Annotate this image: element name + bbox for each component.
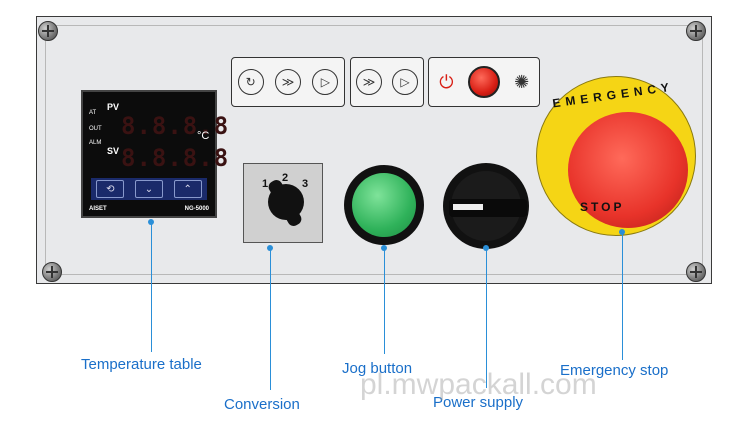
up-button[interactable]: ⌃: [173, 180, 202, 198]
pv-label: PV: [107, 102, 120, 112]
watermark: pl.mwpackall.com: [360, 368, 597, 401]
label-emergency-stop: Emergency stop: [560, 362, 669, 379]
screw-bottom-right: [686, 262, 706, 282]
icon-group-conversion: ↻ ≫ ▷: [231, 57, 345, 107]
controller-model: NG-5000: [184, 206, 209, 212]
power-indicator-lamp: [467, 66, 500, 98]
jog-forward-icon: ≫: [356, 69, 382, 95]
set-icon: ⟲: [106, 183, 115, 195]
power-icon: ⏻: [439, 71, 454, 92]
callout-line-temperature: [151, 222, 152, 352]
power-switch-lever[interactable]: [449, 199, 527, 217]
selector-position-1: 1: [262, 178, 269, 190]
at-label: AT: [89, 110, 97, 116]
label-jog-button: Jog button: [342, 360, 413, 377]
callout-dot-conversion: [267, 245, 273, 251]
callout-dot-power: [483, 245, 489, 251]
unit-label: °C: [197, 130, 210, 142]
controller-brand: AISET: [89, 206, 107, 212]
conversion-selector-switch[interactable]: 1 2 3: [243, 163, 323, 243]
set-button[interactable]: ⟲: [96, 180, 125, 198]
screw-bottom-left: [42, 262, 62, 282]
sv-display: 8.8.8.8: [121, 144, 230, 172]
mode-manual-icon: ↻: [237, 69, 264, 95]
emergency-stop-button[interactable]: [568, 112, 688, 228]
callout-line-emergency: [622, 232, 623, 360]
power-switch-marker: [453, 204, 483, 210]
label-temperature-table: Temperature table: [81, 356, 202, 373]
mode-jog-icon: ≫: [274, 69, 301, 95]
controller-buttons: ⟲ ⌄ ⌃: [91, 178, 207, 200]
callout-line-conversion: [270, 248, 271, 390]
callout-dot-temperature: [148, 219, 154, 225]
power-switch-bezel: [443, 163, 529, 249]
jog-button[interactable]: [352, 173, 416, 237]
mode-auto-icon: ▷: [312, 69, 339, 95]
selector-position-3: 3: [302, 178, 309, 190]
label-conversion: Conversion: [224, 396, 300, 413]
chevron-up-icon: ⌃: [183, 183, 192, 195]
light-bulb-icon: ✺: [514, 71, 530, 92]
estop-bottom-text: STOP: [580, 200, 625, 214]
alm-label: ALM: [89, 140, 102, 146]
callout-line-power: [486, 248, 487, 388]
callout-dot-emergency: [619, 229, 625, 235]
label-power-supply: Power supply: [433, 394, 524, 411]
screw-top-right: [686, 21, 706, 41]
out-label: OUT: [89, 126, 102, 132]
panel-border: [45, 25, 703, 275]
sv-label: SV: [107, 146, 120, 156]
jog-step-icon: ▷: [392, 69, 418, 95]
jog-button-bezel: [344, 165, 424, 245]
screw-top-left: [38, 21, 58, 41]
down-button[interactable]: ⌄: [134, 180, 163, 198]
chevron-down-icon: ⌄: [144, 183, 154, 195]
pv-display: 8.8.8.8: [121, 112, 230, 140]
selector-position-2: 2: [282, 172, 289, 184]
icon-group-power: ⏻ ✺: [428, 57, 540, 107]
callout-dot-jog: [381, 245, 387, 251]
temperature-controller: PV AT OUT ALM SV 8.8.8.8 8.8.8.8 °C ⟲ ⌄ …: [81, 90, 228, 218]
icon-group-jog: ≫ ▷: [350, 57, 424, 107]
callout-line-jog: [384, 248, 385, 354]
